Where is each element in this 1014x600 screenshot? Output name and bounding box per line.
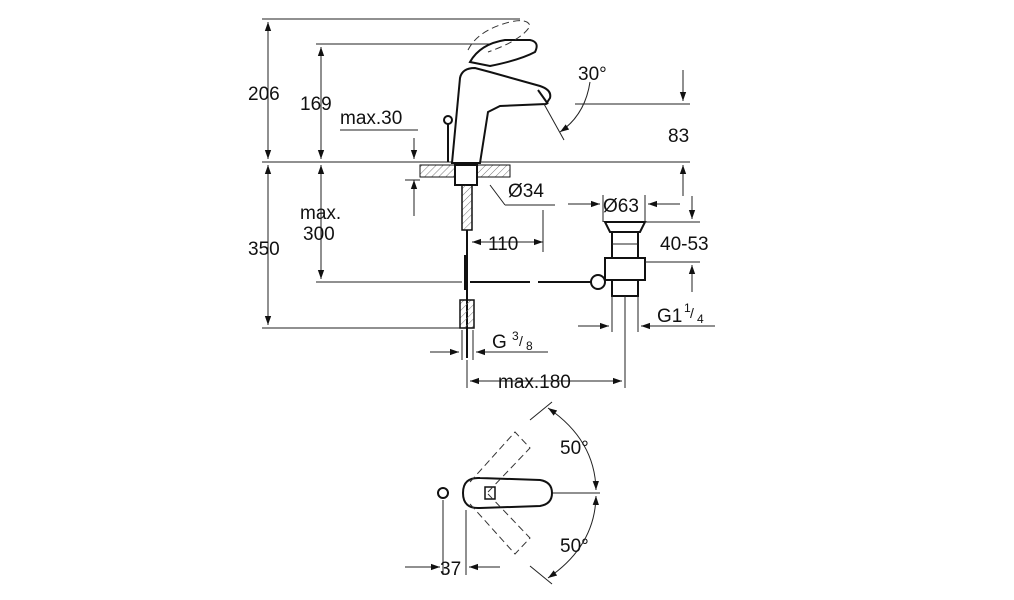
label-83: 83 [668,126,689,147]
label-g114-den: 4 [697,312,704,326]
faucet-side-view: 206 169 max.30 30° 83 Ø34 max. 300 110 3… [248,18,715,393]
mounting-nut [454,164,478,186]
drain-nut [604,257,646,281]
label-max180: max.180 [498,372,571,393]
spout-outlet [537,89,549,105]
spray-angle-line [543,103,565,141]
lever-raised-outline [467,20,531,53]
drain-flange [603,221,647,233]
label-40-53: 40-53 [660,234,709,255]
label-g38-slash: / [519,333,523,349]
faucet-body [450,66,552,164]
label-max: max. [300,203,341,224]
label-d34: Ø34 [508,181,544,202]
label-max30: max.30 [340,108,402,129]
angle-arc-top [547,407,599,491]
label-angle-50-top: 50° [560,438,589,459]
label-g38-num: 3 [512,329,519,343]
label-300: 300 [303,224,335,245]
threaded-shank [461,184,473,231]
angle-ray-top [529,401,553,421]
lever-rotated-down [469,493,531,555]
label-g38-den: 8 [526,339,533,353]
label-110: 110 [488,234,518,255]
leader-d34 [489,184,506,206]
drain-tailpiece [611,279,639,297]
label-d63: Ø63 [603,196,639,217]
label-angle-30: 30° [578,64,607,85]
label-g38: G [492,332,507,353]
faucet-lever [468,39,538,68]
hose-connector [459,299,475,329]
angle-ray-bottom [529,565,553,585]
label-g114-slash: / [690,305,694,321]
label-g114-num: 1 [684,301,691,315]
label-g114: G1 [657,306,682,327]
angle-arc-bottom [547,495,599,579]
label-169: 169 [300,94,332,115]
label-206: 206 [248,84,280,105]
label-37: 37 [440,559,461,580]
faucet-top-view: 50° 50° 37 [405,401,600,585]
spray-angle-arc [559,81,591,133]
label-angle-50-bottom: 50° [560,536,589,557]
label-350: 350 [248,239,280,260]
lever-rotated-up [469,431,531,493]
top-view-popup-knob [437,487,449,499]
popup-knob [443,115,453,125]
drain-pivot [590,274,606,290]
top-view-lever [461,476,554,510]
top-view-indicator [484,486,496,500]
